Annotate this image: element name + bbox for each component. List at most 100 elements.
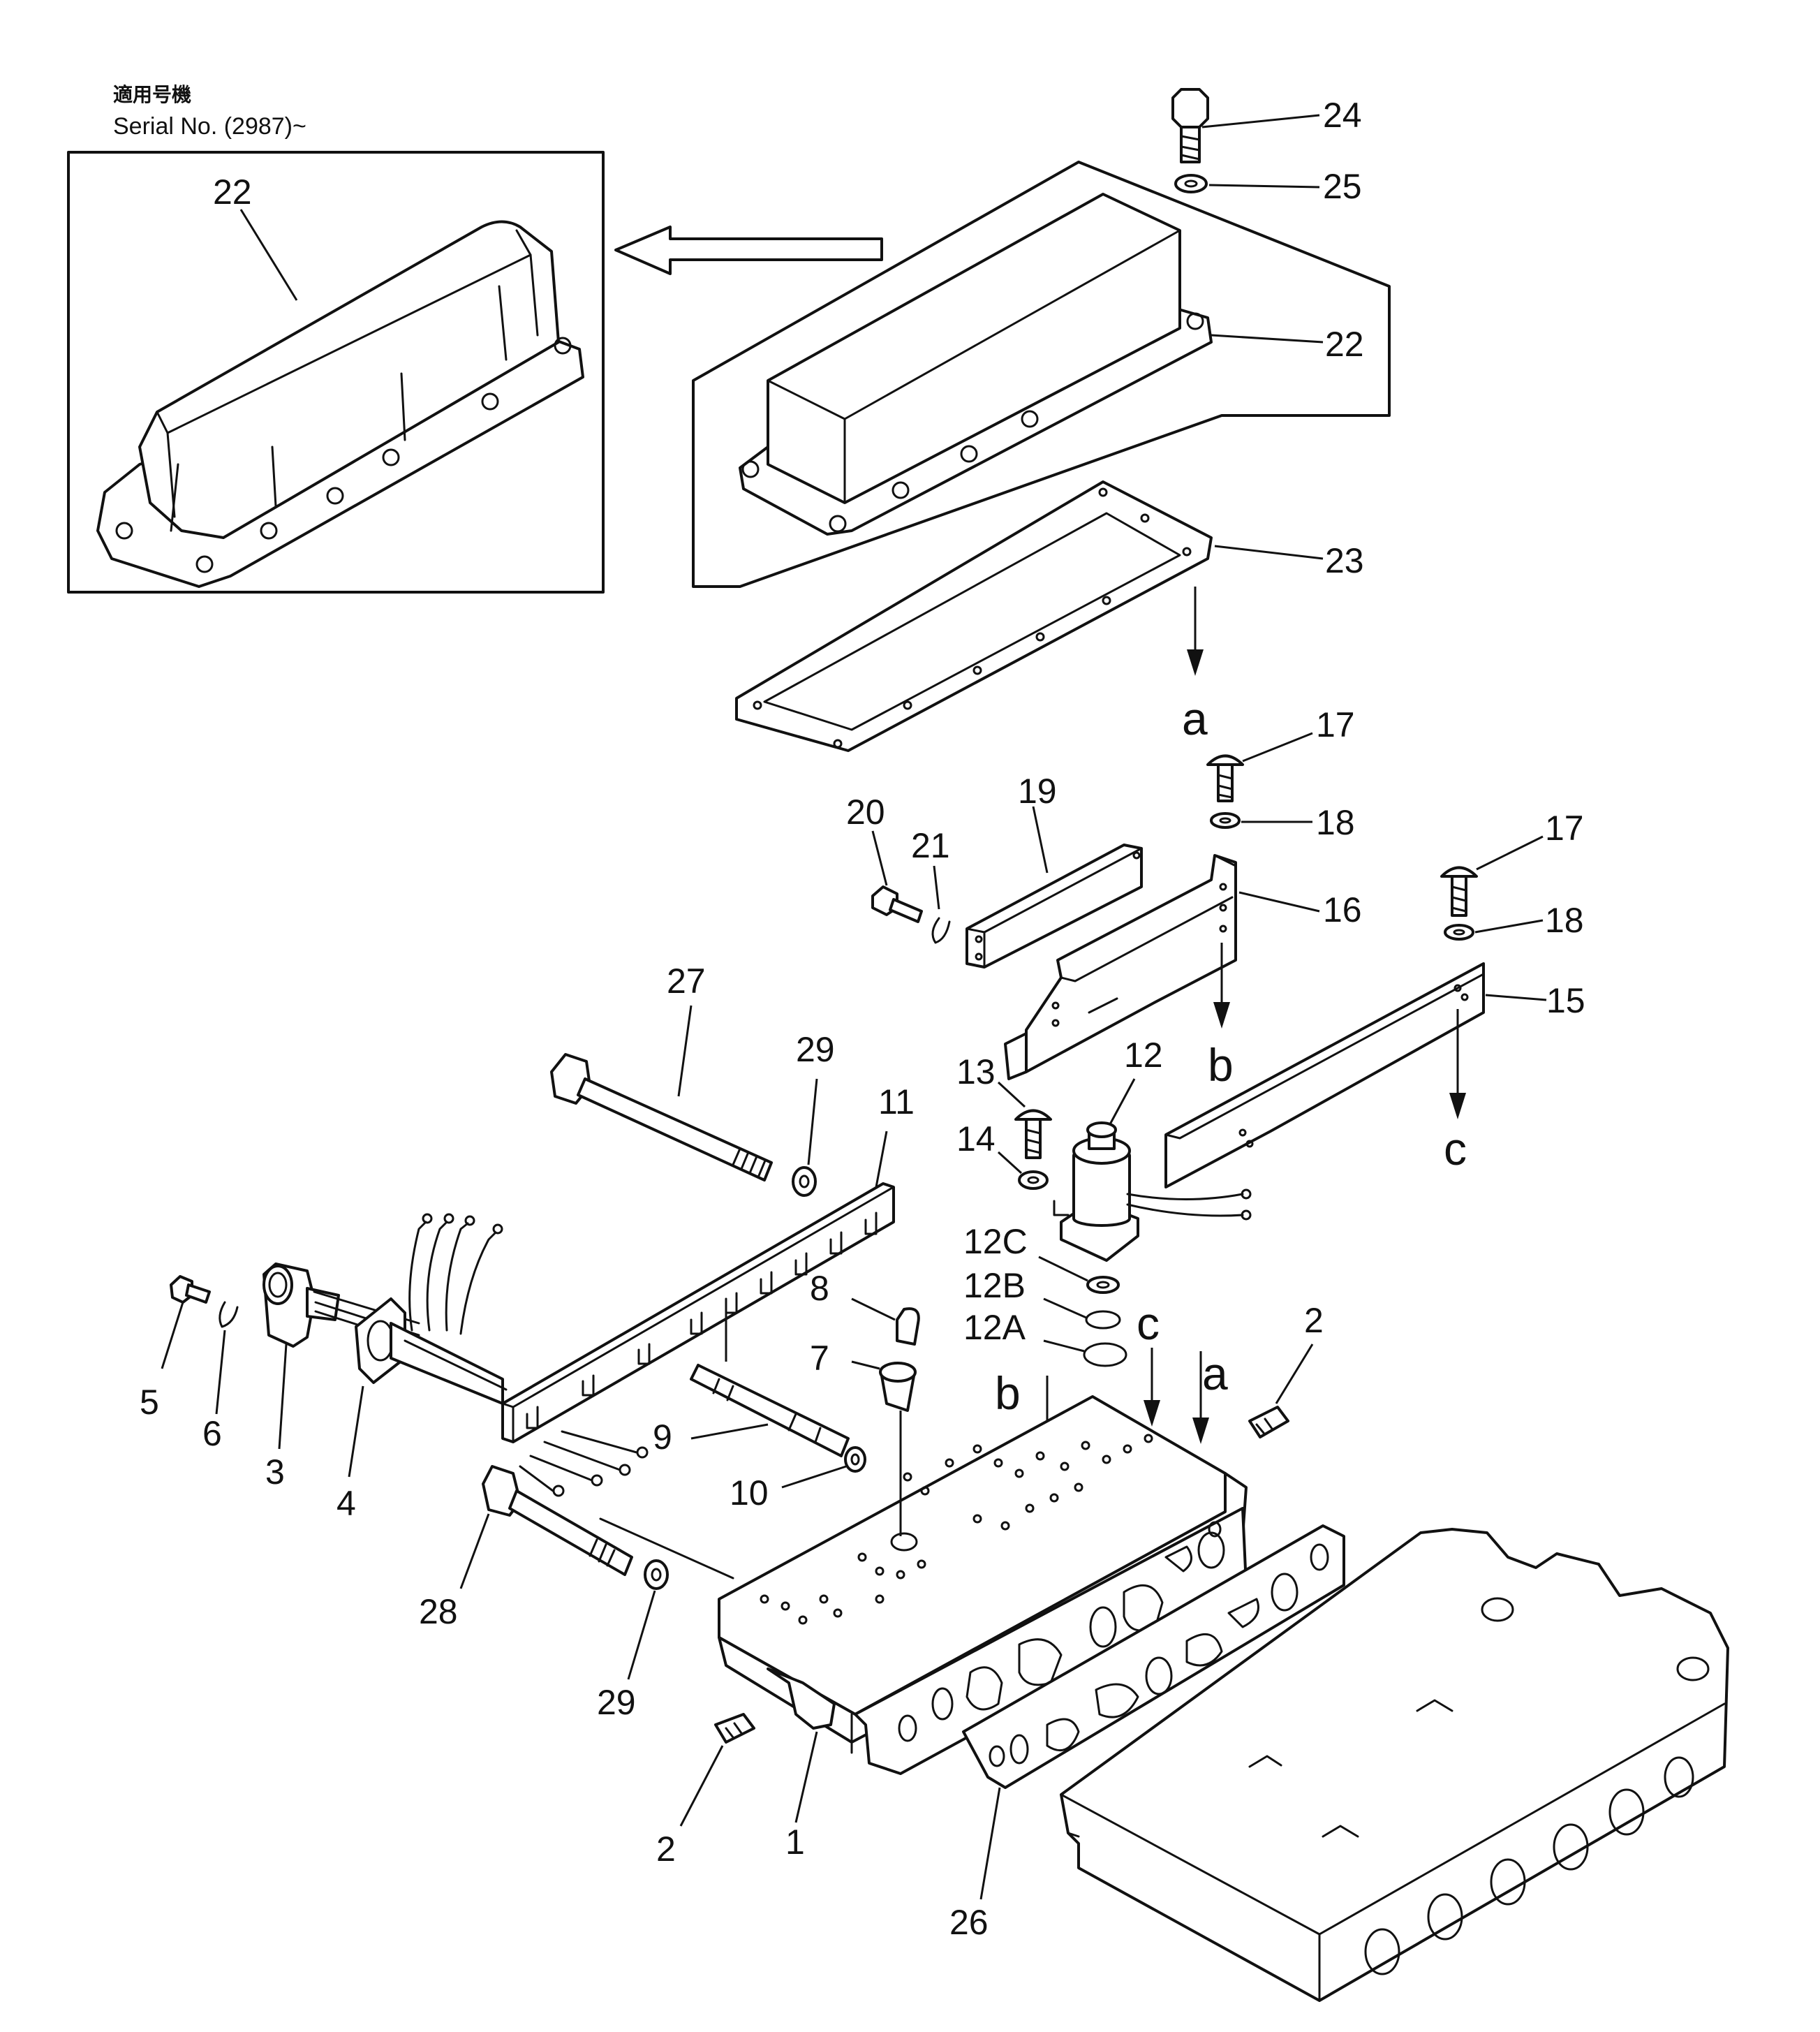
callout-17-right: 17 (1545, 809, 1584, 848)
inset-cover-body (138, 220, 560, 539)
gasket-23: 23 (735, 480, 1364, 752)
callout-18-right: 18 (1545, 901, 1584, 940)
callout-22-inset: 22 (213, 172, 252, 212)
callout-27: 27 (667, 962, 706, 1001)
callout-10: 10 (730, 1473, 769, 1512)
callout-2-right: 2 (1304, 1301, 1324, 1340)
bracket-16: 16 (1004, 854, 1362, 1080)
callout-17-upper: 17 (1316, 705, 1355, 744)
callout-26: 26 (949, 1903, 989, 1942)
callout-24: 24 (1323, 96, 1362, 135)
connection-letter-a-top: a (1182, 693, 1208, 744)
inset-bolt-holes (115, 337, 572, 573)
transmission-case (1060, 1528, 1729, 2002)
callout-19: 19 (1018, 772, 1057, 811)
callout-25: 25 (1323, 167, 1362, 206)
inset-frame (67, 151, 605, 594)
inset-cover-view: 22 (67, 151, 605, 594)
callout-29-lower: 29 (597, 1683, 636, 1722)
screw-17-right: 17 (1440, 809, 1584, 917)
plug-2-right: 2 (1248, 1301, 1324, 1438)
seal-12c: 12C (963, 1222, 1120, 1294)
ring-10: 10 (730, 1446, 866, 1512)
callout-28: 28 (419, 1592, 458, 1631)
gasket-26: 26 (949, 1524, 1345, 1942)
plate-11: 11 (501, 1082, 915, 1443)
applicable-models-label: 適用号機 (113, 83, 191, 106)
callout-20: 20 (846, 793, 885, 832)
callout-3: 3 (265, 1452, 285, 1492)
cover-callout-frame (692, 161, 1391, 588)
wire-terminals (519, 1430, 734, 1580)
bolt-27: 27 (550, 962, 773, 1181)
connection-arrow-c-bottom: c (1137, 1297, 1160, 1427)
connection-arrow-a-bottom: a (1192, 1348, 1228, 1444)
bolt-5: 5 (140, 1275, 211, 1422)
callout-11: 11 (878, 1082, 915, 1121)
connection-letter-a-bottom: a (1202, 1348, 1228, 1399)
seal-12b: 12B (963, 1266, 1121, 1330)
tube-4: 4 (336, 1213, 508, 1523)
cover-box (767, 193, 1181, 504)
callout-5: 5 (140, 1383, 159, 1422)
callout-14: 14 (956, 1119, 996, 1158)
serial-number-label: Serial No. (2987)~ (113, 113, 306, 140)
plug-2-left: 2 (656, 1713, 755, 1869)
callout-18-upper: 18 (1316, 803, 1355, 842)
solenoid-12: 12 (1053, 1036, 1252, 1262)
callout-12: 12 (1124, 1036, 1163, 1075)
bolt-24: 24 (1171, 88, 1362, 163)
screw-13: 13 (956, 1052, 1052, 1159)
washer-29-upper: 29 (792, 1030, 835, 1197)
cover-bolt-holes (741, 312, 1204, 533)
callout-21: 21 (911, 826, 950, 865)
connection-arrow-c-top: c (1444, 1009, 1467, 1175)
callout-4: 4 (336, 1484, 356, 1523)
callout-16: 16 (1323, 890, 1362, 929)
plug-8: 8 (810, 1269, 920, 1346)
bolt-28: 28 (419, 1465, 633, 1631)
callout-15: 15 (1546, 981, 1585, 1020)
callout-23: 23 (1325, 541, 1364, 580)
washer-18-right: 18 (1444, 901, 1584, 941)
valve-body-1: 1 (718, 1395, 1248, 1862)
valve-body-ports (898, 1521, 1225, 1742)
spool-9: 9 (653, 1364, 850, 1457)
connection-letter-c-top: c (1444, 1123, 1467, 1175)
washer-6: 6 (202, 1301, 239, 1453)
bracket-19: 19 (966, 772, 1143, 969)
connection-arrow-a-top: a (1182, 587, 1208, 744)
callout-13: 13 (956, 1052, 996, 1091)
inset-reference-arrow (614, 226, 883, 275)
washer-29-lower: 29 (597, 1559, 669, 1722)
washer-21: 21 (911, 826, 951, 944)
callout-12a: 12A (963, 1308, 1026, 1347)
callout-7: 7 (810, 1339, 829, 1378)
cover-assembly: 22 (692, 161, 1391, 588)
callout-12b: 12B (963, 1266, 1026, 1305)
seal-12a: 12A (963, 1308, 1127, 1367)
washer-14: 14 (956, 1119, 1049, 1190)
valve-body-holes (760, 1434, 1153, 1625)
cap-7: 7 (810, 1339, 917, 1536)
serial-header: 適用号機 Serial No. (2987)~ (113, 83, 306, 140)
callout-8: 8 (810, 1269, 829, 1308)
washer-18-upper: 18 (1210, 803, 1355, 842)
screw-17-upper: 17 (1206, 705, 1355, 802)
callout-9: 9 (653, 1418, 672, 1457)
callout-2-left: 2 (656, 1829, 676, 1869)
case-bores (1364, 1756, 1694, 1975)
bolt-20: 20 (846, 793, 923, 923)
callout-6: 6 (202, 1414, 222, 1453)
connection-letter-b-bottom: b (995, 1367, 1021, 1419)
callout-29-upper: 29 (796, 1030, 835, 1069)
connector-3: 3 (262, 1262, 420, 1492)
plate-15: 15 (1164, 962, 1585, 1188)
connection-letter-b-top: b (1208, 1039, 1234, 1091)
washer-25: 25 (1174, 167, 1362, 206)
connection-arrow-b-top: b (1208, 943, 1234, 1091)
callout-1: 1 (785, 1823, 805, 1862)
connection-letter-c-bottom: c (1137, 1297, 1160, 1349)
callout-22-main: 22 (1325, 325, 1364, 364)
